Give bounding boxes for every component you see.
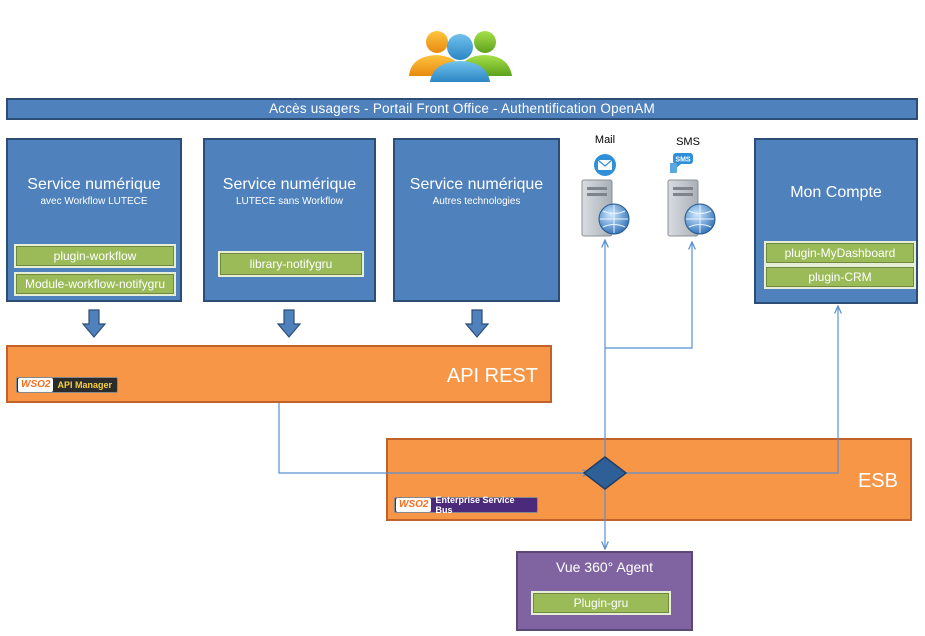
plugin-workflow-badge: plugin-workflow <box>14 244 176 268</box>
service-subtitle: Autres technologies <box>432 196 521 207</box>
service-box-autres-technologies: Service numérique Autres technologies <box>393 138 560 302</box>
library-notifygru-badge: library-notifygru <box>218 251 364 277</box>
service-title: Service numérique <box>27 176 161 193</box>
service-subtitle: LUTECE sans Workflow <box>235 196 344 207</box>
down-arrow-icon <box>464 309 490 338</box>
plugin-crm-badge: plugin-CRM <box>764 265 916 289</box>
service-title: Service numérique <box>409 176 544 193</box>
service-subtitle: avec Workflow LUTECE <box>40 196 148 207</box>
logo-text: Enterprise Service Bus <box>435 495 515 515</box>
sms-label: SMS <box>676 136 700 148</box>
logo-text: API Manager <box>57 380 112 390</box>
esb-title: ESB <box>857 470 898 492</box>
wso2-brand: WSO2 <box>18 378 54 392</box>
mail-icon <box>594 154 616 176</box>
branch-to-sms-line <box>605 242 692 349</box>
mail-server-icon <box>581 179 630 237</box>
wso2-brand: WSO2 <box>396 498 432 512</box>
mail-label: Mail <box>594 134 616 146</box>
mon-compte-box: Mon Compte plugin-MyDashboard plugin-CRM <box>754 138 918 304</box>
plugin-mydashboard-badge: plugin-MyDashboard <box>764 241 916 265</box>
api-rest-title: API REST <box>446 365 538 387</box>
mon-compte-title: Mon Compte <box>790 184 882 201</box>
sms-server-icon <box>667 179 716 237</box>
portal-banner: Accès usagers - Portail Front Office - A… <box>6 98 918 120</box>
api-rest-box: API REST WSO2 API Manager <box>6 345 552 403</box>
down-arrow-icon <box>276 309 302 338</box>
down-arrow-icon <box>81 309 107 338</box>
vue-360-agent-box: Vue 360° Agent Plugin-gru <box>516 551 693 631</box>
sms-icon-text: SMS <box>675 157 691 164</box>
module-workflow-notifygru-badge: Module-workflow-notifygru <box>14 272 176 296</box>
vue-360-title: Vue 360° Agent <box>556 559 653 575</box>
plugin-gru-badge: Plugin-gru <box>531 591 671 615</box>
wso2-api-manager-logo: WSO2 API Manager <box>16 377 118 393</box>
sms-icon: SMS <box>670 153 693 173</box>
service-title: Service numérique <box>222 176 357 193</box>
service-box-workflow-lutece: Service numérique avec Workflow LUTECE p… <box>6 138 182 302</box>
service-box-lutece-sans-workflow: Service numérique LUTECE sans Workflow l… <box>203 138 376 302</box>
wso2-esb-logo: WSO2 Enterprise Service Bus <box>394 495 538 515</box>
esb-box: ESB WSO2 Enterprise Service Bus <box>386 438 912 521</box>
